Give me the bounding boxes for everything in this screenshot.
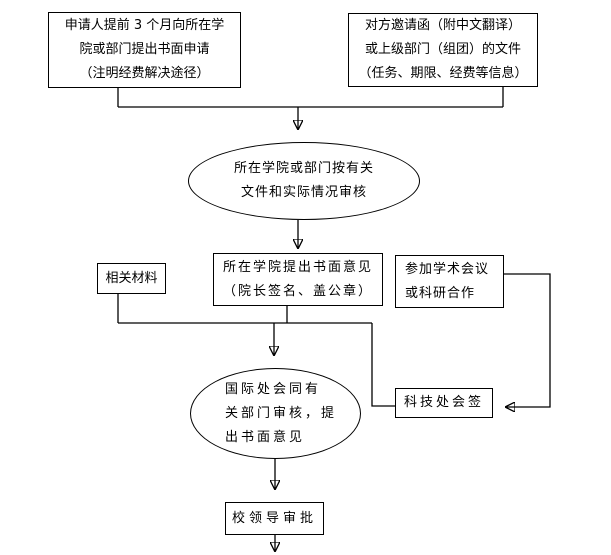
arrow-activity-to-countersign bbox=[503, 273, 551, 407]
flow-node-invitation-letter: 对方邀请函（附中文翻译） 或上级部门（组团）的文件 （任务、期限、经费等信息） bbox=[348, 13, 538, 87]
college-review-label: 所在学院或部门按有关 文件和实际情况审核 bbox=[233, 161, 374, 200]
invitation-letter-label: 对方邀请函（附中文翻译） 或上级部门（组团）的文件 （任务、期限、经费等信息） bbox=[358, 18, 528, 81]
connector-countersign-to-junction bbox=[371, 323, 395, 407]
flow-node-related-materials: 相关材料 bbox=[97, 263, 166, 294]
flow-node-leader-approval: 校领导审批 bbox=[225, 502, 324, 535]
application-request-label: 申请人提前 3 个月向所在学 院或部门提出书面申请 （注明经费解决途径） bbox=[64, 18, 225, 81]
international-office-review-label: 国际处会同有 关部门审核，提 出书面意见 bbox=[225, 381, 338, 445]
flow-node-activity-type: 参加学术会议 或科研合作 bbox=[395, 255, 504, 308]
flow-node-application-request: 申请人提前 3 个月向所在学 院或部门提出书面申请 （注明经费解决途径） bbox=[48, 12, 241, 88]
activity-type-label: 参加学术会议 或科研合作 bbox=[405, 261, 490, 301]
college-opinion-label: 所在学院提出书面意见 （院长签名、盖公章） bbox=[222, 259, 373, 299]
flow-node-sci-tech-countersign: 科技处会签 bbox=[395, 388, 493, 418]
flow-node-college-review: 所在学院或部门按有关 文件和实际情况审核 bbox=[188, 142, 420, 220]
flow-node-international-office-review: 国际处会同有 关部门审核，提 出书面意见 bbox=[190, 368, 361, 459]
sci-tech-countersign-label: 科技处会签 bbox=[403, 395, 484, 410]
leader-approval-label: 校领导审批 bbox=[231, 510, 317, 526]
flow-node-college-opinion: 所在学院提出书面意见 （院长签名、盖公章） bbox=[213, 253, 383, 306]
related-materials-label: 相关材料 bbox=[105, 270, 158, 286]
